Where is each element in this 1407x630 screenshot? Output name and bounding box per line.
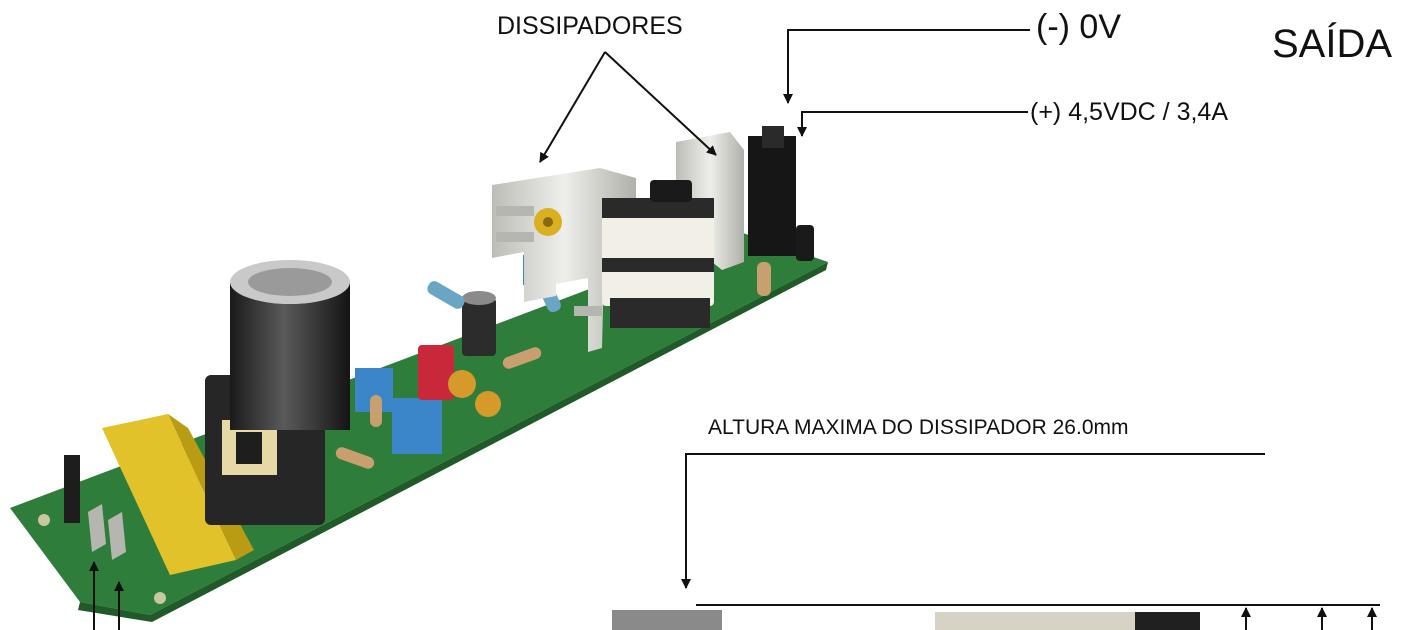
output-connector bbox=[748, 126, 814, 261]
film-capacitor-blue bbox=[355, 255, 545, 454]
electrolytic-capacitor bbox=[230, 260, 350, 430]
film-capacitor-red bbox=[418, 345, 454, 400]
ceramic-capacitors bbox=[448, 370, 501, 417]
heatsinks-label: DISSIPADORES bbox=[497, 12, 683, 40]
leader-lines bbox=[89, 29, 1380, 630]
input-pins bbox=[64, 455, 126, 560]
positive-output-label: (+) 4,5VDC / 3,4A bbox=[1030, 98, 1228, 126]
side-view-strip bbox=[612, 610, 1200, 630]
output-title: SAÍDA bbox=[1272, 22, 1393, 66]
transformer bbox=[602, 180, 714, 328]
max-height-label: ALTURA MAXIMA DO DISSIPADOR 26.0mm bbox=[708, 416, 1129, 439]
negative-output-label: (-) 0V bbox=[1036, 8, 1121, 46]
small-electrolytic bbox=[462, 291, 496, 356]
